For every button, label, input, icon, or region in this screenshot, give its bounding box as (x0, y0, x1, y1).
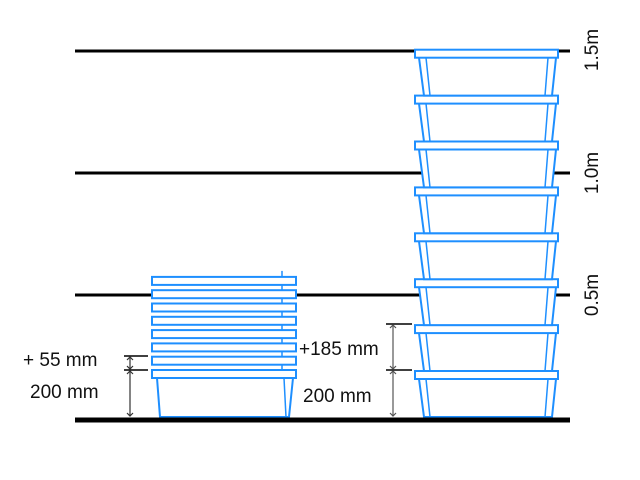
crate-wall (544, 57, 549, 96)
crate-wall (425, 378, 431, 418)
stacked-crate-rim (414, 324, 559, 335)
stacked-crate-body (418, 149, 557, 189)
stacked-crate-rim (414, 232, 559, 243)
crate-wall (544, 287, 549, 326)
stacked-crate-body (418, 241, 557, 281)
stacked-crate-body (418, 378, 557, 418)
nested-base-label: 200 mm (30, 382, 99, 403)
nested-crate-rim (151, 369, 297, 379)
nested-crate-rim (151, 342, 297, 353)
height-label-1-0m: 1.0m (582, 152, 603, 194)
stacked-crate-rim (414, 186, 559, 197)
height-label-1-5m: 1.5m (582, 29, 603, 71)
stacked-crate-rim (414, 140, 559, 151)
nested-crate-rim (151, 302, 297, 313)
stacked-crate-body (418, 332, 557, 372)
stacked-base-label: 200 mm (303, 386, 372, 407)
stacked-crate-rim (414, 48, 559, 59)
stacked-crate-body (418, 103, 557, 143)
stacked-crate-rim (414, 94, 559, 105)
crate-wall (544, 241, 549, 280)
crate-wall (425, 287, 431, 326)
stacked-crate-body (418, 195, 557, 235)
nested-crate-rim (151, 275, 297, 286)
crate-wall (425, 241, 431, 280)
crate-wall (425, 195, 431, 234)
height-label-0-5m: 0.5m (582, 274, 603, 316)
nested-dimension (124, 355, 148, 417)
crate-wall (544, 103, 549, 142)
stacked-dimension (386, 323, 412, 417)
stacked-crate-rim (414, 278, 559, 289)
stacked-increment-label: +185 mm (299, 339, 379, 360)
crate-body-edge (283, 377, 287, 418)
crate-wall (425, 103, 431, 142)
stacked-crate-rim (414, 370, 559, 380)
stacked-crate-body (418, 287, 557, 327)
nested-crate-rim (151, 355, 297, 366)
crate-wall (544, 378, 549, 418)
nested-increment-label: + 55 mm (23, 350, 97, 371)
crate-body (156, 377, 294, 418)
crate-wall (544, 149, 549, 188)
nested-crate-rim (151, 289, 297, 300)
crate-wall (544, 333, 549, 372)
nested-crate-rim (151, 315, 297, 326)
stacked-crate-body (418, 57, 557, 97)
crate-wall (425, 57, 431, 96)
crate-wall (425, 333, 431, 372)
nested-crate-rim (151, 329, 297, 340)
crate-wall (425, 149, 431, 188)
crate-wall (544, 195, 549, 234)
